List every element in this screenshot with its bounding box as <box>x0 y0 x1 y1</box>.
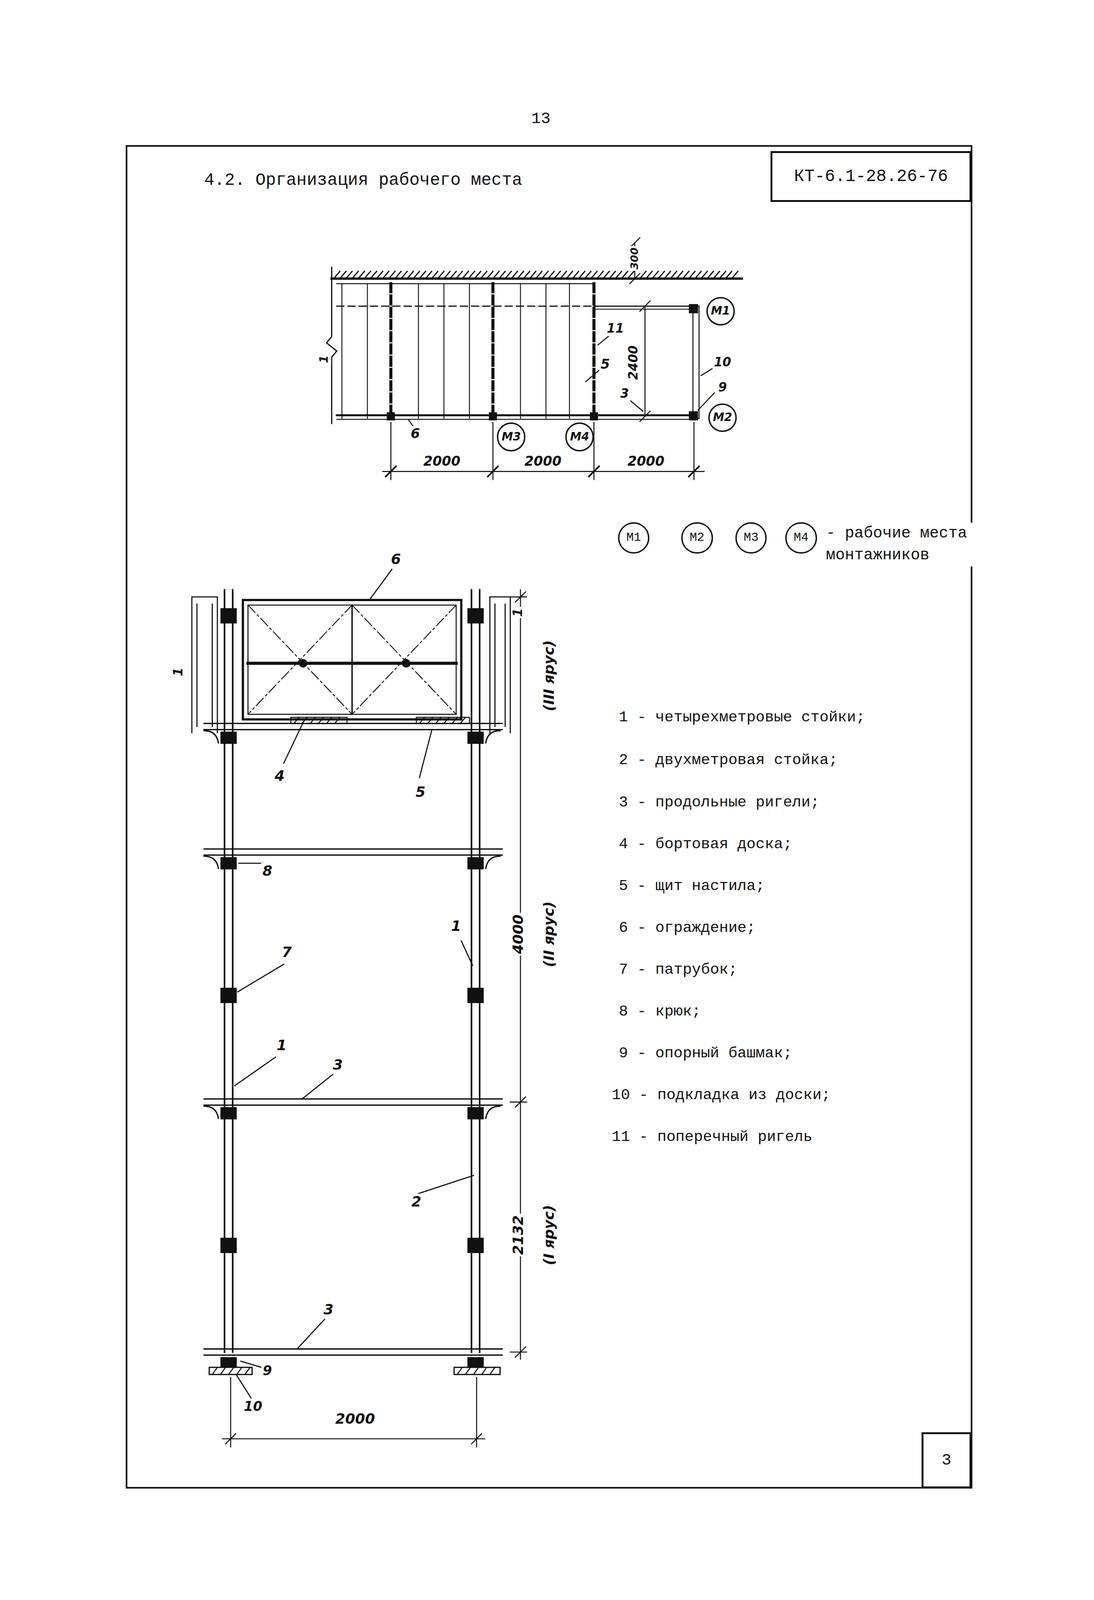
node-text: М2 <box>713 410 733 425</box>
dimension: 2000 <box>421 453 462 469</box>
callout-number: 11 <box>605 321 626 336</box>
key-item: 4 - бортовая доска; <box>617 835 794 853</box>
key-item: 3 - продольные ригели; <box>617 793 821 811</box>
callout-number: 6 <box>409 426 422 442</box>
dimension: 4000 <box>510 912 527 956</box>
key-item: 1 - четырехметровые стойки; <box>617 708 867 727</box>
key-item: 8 - крюк; <box>617 1002 703 1021</box>
key-item: 9 - опорный башмак; <box>617 1044 794 1063</box>
callout-number: 3 <box>322 1301 335 1318</box>
callout-number: 3 <box>618 386 631 401</box>
callout-number: 5 <box>599 356 611 372</box>
node-text: М1 <box>626 530 641 545</box>
node-text: КТ-6.1-28.26-76 <box>794 166 949 187</box>
callout-number: 1 <box>317 353 332 365</box>
dimension: 2400 <box>626 343 641 381</box>
key-item: 11 - поперечный ригель <box>610 1128 814 1146</box>
node-text: М2 <box>689 530 705 545</box>
callout-number: 6 <box>389 551 403 568</box>
key-item: 2 - двухметровая стойка; <box>617 751 840 770</box>
callout-number: 10 <box>712 355 733 370</box>
node-text: М3 <box>743 530 759 545</box>
legend-note: - рабочие места монтажников <box>824 522 973 567</box>
page-frame <box>126 145 972 1488</box>
worker-circle: М4 <box>565 422 594 451</box>
elevation-view <box>191 569 527 1447</box>
dimension: 2132 <box>510 1213 527 1257</box>
callout-number: 7 <box>280 943 294 961</box>
callout-number: 9 <box>716 380 729 395</box>
callout-number: 3 <box>331 1055 345 1073</box>
dimension: 2000 <box>333 1410 377 1427</box>
callout-number: 1 <box>511 606 526 619</box>
callout-number: 1 <box>449 917 463 934</box>
tier-label: (I ярус) <box>541 1203 558 1267</box>
key-item: 10 - подкладка из доски; <box>610 1086 833 1104</box>
page-number: 13 <box>529 110 552 129</box>
dimension: 2000 <box>523 453 563 469</box>
worker-circle: М1 <box>706 296 735 326</box>
node-text: 3 <box>941 1450 952 1470</box>
callout-number: 9 <box>261 1362 274 1379</box>
callout-number: 5 <box>414 783 428 801</box>
callout-number: 10 <box>242 1398 264 1414</box>
key-item: 5 - щит настила; <box>617 876 767 895</box>
legend-circle: М4 <box>785 522 818 554</box>
callout-number: 4 <box>273 767 286 784</box>
callout-number: 8 <box>260 862 274 879</box>
stamp-box: КТ-6.1-28.26-76 <box>770 151 972 202</box>
legend-circle: М2 <box>681 522 714 554</box>
tier-label: (II ярус) <box>541 899 558 969</box>
callout-number: 1 <box>171 665 186 678</box>
worker-circle: М2 <box>708 403 737 432</box>
dimension: 300 <box>628 246 641 271</box>
sheet-number-box: 3 <box>921 1431 972 1488</box>
key-item: 7 - патрубок; <box>617 960 740 979</box>
callout-number: 2 <box>409 1192 423 1210</box>
node-text: М3 <box>501 430 522 444</box>
node-text: М1 <box>710 304 731 318</box>
callout-number: 1 <box>275 1036 288 1054</box>
tier-label: (III ярус) <box>541 638 558 713</box>
page-title: 4.2. Организация рабочего места <box>204 170 523 191</box>
legend-circle: М1 <box>618 522 650 554</box>
dimension: 2000 <box>626 453 666 469</box>
node-text: М4 <box>793 530 809 545</box>
key-item: 6 - ограждение; <box>617 918 758 937</box>
worker-circle: М3 <box>496 422 526 451</box>
legend-circle: М3 <box>735 522 768 554</box>
node-text: М4 <box>570 430 590 444</box>
plan-view <box>326 237 742 480</box>
